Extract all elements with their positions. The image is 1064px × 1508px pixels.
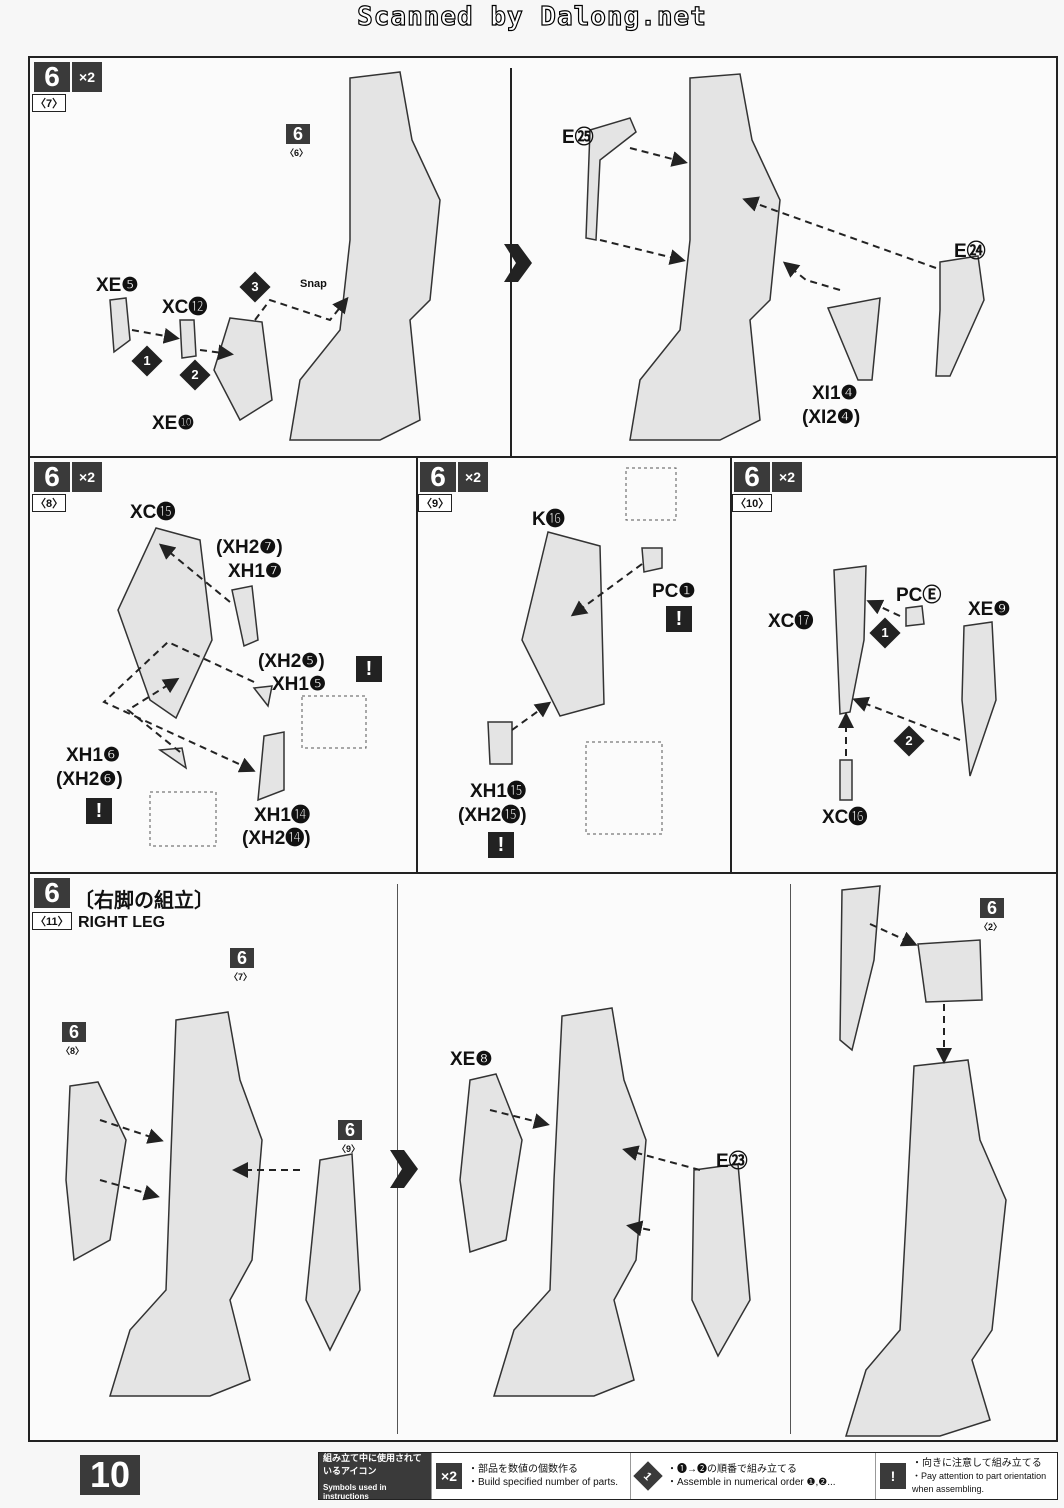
- ref-sub: 〈9〉: [337, 1144, 361, 1154]
- legend-text-en: ・Build specified number of parts.: [468, 1477, 619, 1488]
- ref-badge: 6: [286, 124, 310, 144]
- multiplier-icon: ×2: [72, 62, 102, 92]
- ref-badge: 6: [980, 898, 1004, 918]
- step-sub-number: 〈9〉: [418, 494, 453, 512]
- ref-badge: 6: [62, 1022, 86, 1042]
- part-label: XH1❺: [272, 674, 326, 695]
- part-label: XH1⓮: [254, 805, 310, 826]
- ref-badge: 6: [338, 1120, 362, 1140]
- orientation-warning-icon: !: [356, 656, 382, 682]
- ref-sub: 〈7〉: [229, 972, 253, 982]
- legend-text-jp: ・向きに注意して組み立てる: [912, 1457, 1042, 1469]
- part-label: XH1⓯: [470, 781, 526, 802]
- panel-step-7: [28, 56, 1058, 460]
- part-label: PCⒺ: [896, 585, 942, 606]
- ref-sub: 〈6〉: [285, 148, 309, 158]
- part-label: XE❿: [152, 413, 195, 434]
- legend-text-jp: ・部品を数値の個数作る: [468, 1464, 578, 1475]
- step-sub-number: 〈7〉: [32, 94, 67, 112]
- page-number: 10: [80, 1455, 140, 1495]
- step-badge: 6: [734, 462, 770, 492]
- legend-text-en: ・Pay attention to part orientation when …: [912, 1470, 1047, 1494]
- step-badge: 6: [34, 878, 70, 908]
- part-label: (XH2⓯): [458, 805, 527, 826]
- step-order-marker: 1: [869, 617, 901, 649]
- snap-label: Snap: [300, 278, 327, 290]
- part-label: XH1❼: [228, 561, 282, 582]
- ref-sub: 〈2〉: [979, 922, 1003, 932]
- section-title-jp: 〔右脚の組立〕: [74, 890, 214, 912]
- multiplier-icon: ×2: [772, 462, 802, 492]
- part-label: PC❶: [652, 581, 696, 602]
- step-sub-number: 〈10〉: [732, 494, 773, 512]
- legend-text-jp: ・❶→❷の順番で組み立てる: [667, 1464, 797, 1475]
- orientation-warning-icon: !: [880, 1463, 906, 1489]
- part-label: (XH2❺): [258, 651, 325, 672]
- panel-step-10: [730, 456, 1058, 874]
- orientation-warning-icon: !: [666, 606, 692, 632]
- step-badge: 6: [420, 462, 456, 492]
- part-label: (XH2⓮): [242, 828, 311, 849]
- ref-badge: 6: [230, 948, 254, 968]
- part-label: XC⓬: [162, 297, 208, 318]
- step-badge: 6: [34, 462, 70, 492]
- step-order-marker: 3: [239, 271, 271, 303]
- legend-header-en: Symbols used in instructions: [323, 1483, 387, 1501]
- orientation-warning-icon: !: [488, 832, 514, 858]
- multiplier-icon: ×2: [458, 462, 488, 492]
- part-label: XC⓱: [768, 611, 814, 632]
- part-label: XI1❹: [812, 383, 858, 404]
- part-label: K⓰: [532, 509, 565, 530]
- step-badge: 6: [34, 62, 70, 92]
- part-label: XH1❻: [66, 745, 120, 766]
- section-title-en: RIGHT LEG: [78, 914, 166, 931]
- panel-divider: [510, 68, 512, 460]
- symbol-legend: 組み立て中に使用されているアイコン Symbols used in instru…: [318, 1452, 1058, 1501]
- part-label: (XH2❻): [56, 769, 123, 790]
- orientation-warning-icon: !: [86, 798, 112, 824]
- legend-text-en: ・Assemble in numerical order ❶,❷...: [667, 1477, 836, 1488]
- part-label: XC⓰: [822, 807, 868, 828]
- next-arrow-icon: [504, 244, 532, 282]
- part-label: (XH2❼): [216, 537, 283, 558]
- step-order-marker: 1: [131, 345, 163, 377]
- part-label: XE❽: [450, 1049, 493, 1070]
- legend-step-order: 1 ・❶→❷の順番で組み立てる ・Assemble in numerical o…: [631, 1453, 876, 1499]
- part-label: (XI2❹): [802, 407, 861, 428]
- part-label: E㉔: [954, 241, 986, 262]
- legend-header-jp: 組み立て中に使用されているアイコン: [323, 1453, 422, 1476]
- next-arrow-icon: [390, 1150, 418, 1188]
- step-sub-number: 〈8〉: [32, 494, 67, 512]
- step-order-icon: 1: [633, 1461, 663, 1491]
- legend-multiplier: ×2 ・部品を数値の個数作る ・Build specified number o…: [432, 1453, 631, 1499]
- panel-divider: [790, 884, 791, 1434]
- step-order-marker: 2: [893, 725, 925, 757]
- part-label: XE❾: [968, 599, 1011, 620]
- multiplier-icon: ×2: [436, 1463, 462, 1489]
- legend-header: 組み立て中に使用されているアイコン Symbols used in instru…: [319, 1453, 432, 1501]
- part-label: E㉓: [716, 1151, 748, 1172]
- multiplier-icon: ×2: [72, 462, 102, 492]
- part-label: XE❺: [96, 275, 139, 296]
- part-label: XC⓯: [130, 502, 176, 523]
- ref-sub: 〈8〉: [61, 1046, 85, 1056]
- legend-warning: ! ・向きに注意して組み立てる ・Pay attention to part o…: [876, 1453, 1057, 1499]
- part-label: E㉕: [562, 127, 594, 148]
- watermark: Scanned by Dalong.net: [357, 1, 707, 32]
- step-sub-number: 〈11〉: [32, 912, 72, 930]
- step-order-marker: 2: [179, 359, 211, 391]
